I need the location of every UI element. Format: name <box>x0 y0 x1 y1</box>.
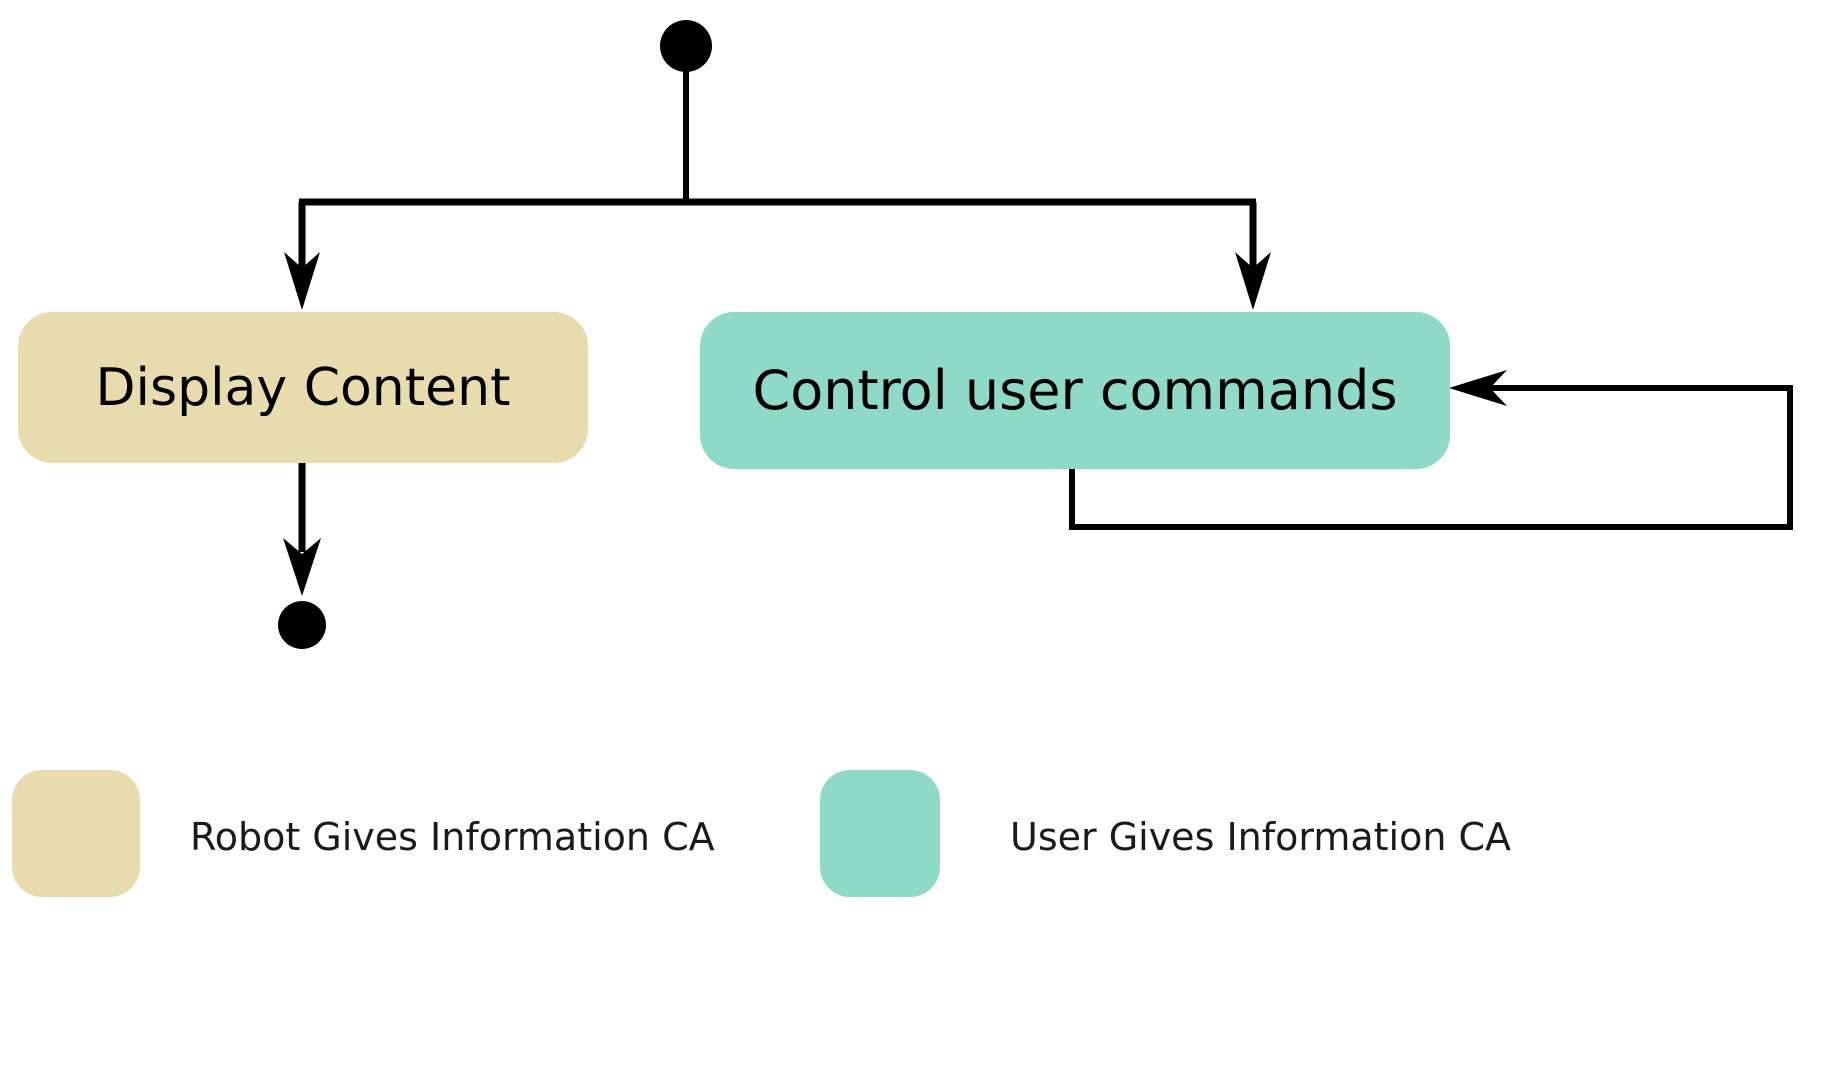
legend-label-robot-gives-information: Robot Gives Information CA <box>190 815 715 859</box>
action-node-control-user-commands-label: Control user commands <box>752 358 1398 422</box>
self-loop-path-control-commands <box>1069 385 1793 530</box>
action-node-display-content[interactable]: Display Content <box>18 312 588 463</box>
legend-label-user-gives-information: User Gives Information CA <box>1010 815 1512 859</box>
arrowhead-to-display-content <box>284 252 320 310</box>
initial-node <box>660 20 712 72</box>
action-node-display-content-label: Display Content <box>95 357 511 418</box>
arrowhead-self-loop-control-commands <box>1449 370 1507 406</box>
arrowhead-to-end-node <box>283 538 321 596</box>
legend-swatch-user-gives-information <box>820 770 940 897</box>
final-node <box>278 601 326 649</box>
legend-swatch-robot-gives-information <box>12 770 140 897</box>
action-node-control-user-commands[interactable]: Control user commands <box>700 312 1450 469</box>
arrowhead-to-control-commands <box>1235 252 1271 310</box>
